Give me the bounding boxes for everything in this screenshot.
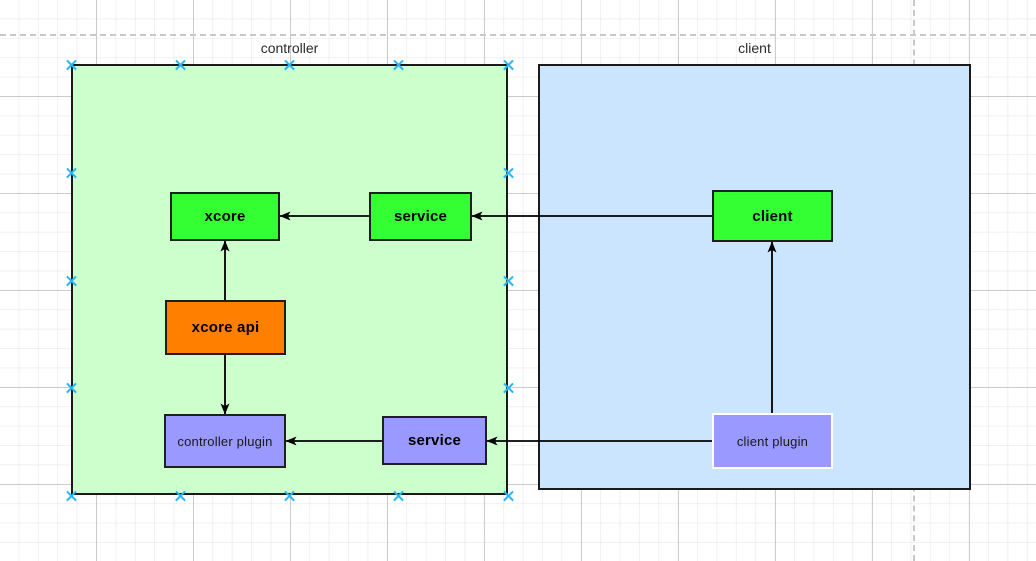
- page-break-horizontal: [0, 34, 1036, 36]
- resize-handle-9[interactable]: [65, 381, 78, 394]
- node-controller-plugin[interactable]: controller plugin: [164, 414, 286, 468]
- resize-handle-5[interactable]: [65, 166, 78, 179]
- resize-handle-1[interactable]: [174, 58, 187, 71]
- resize-handle-2[interactable]: [283, 58, 296, 71]
- resize-handle-7[interactable]: [65, 274, 78, 287]
- resize-handle-12[interactable]: [174, 489, 187, 502]
- resize-handle-15[interactable]: [502, 489, 515, 502]
- resize-handle-4[interactable]: [502, 58, 515, 71]
- node-xcore-api[interactable]: xcore api: [165, 300, 286, 355]
- node-xcore[interactable]: xcore: [170, 192, 280, 241]
- node-client-node[interactable]: client: [712, 190, 833, 242]
- resize-handle-14[interactable]: [392, 489, 405, 502]
- resize-handle-8[interactable]: [502, 274, 515, 287]
- container-label-controller: controller: [260, 40, 319, 56]
- resize-handle-13[interactable]: [283, 489, 296, 502]
- node-service-bottom[interactable]: service: [382, 416, 487, 465]
- resize-handle-3[interactable]: [392, 58, 405, 71]
- resize-handle-6[interactable]: [502, 166, 515, 179]
- resize-handle-10[interactable]: [502, 381, 515, 394]
- node-client-plugin[interactable]: client plugin: [712, 413, 833, 469]
- node-service-top[interactable]: service: [369, 192, 472, 241]
- resize-handle-0[interactable]: [65, 58, 78, 71]
- resize-handle-11[interactable]: [65, 489, 78, 502]
- container-label-client: client: [738, 40, 771, 56]
